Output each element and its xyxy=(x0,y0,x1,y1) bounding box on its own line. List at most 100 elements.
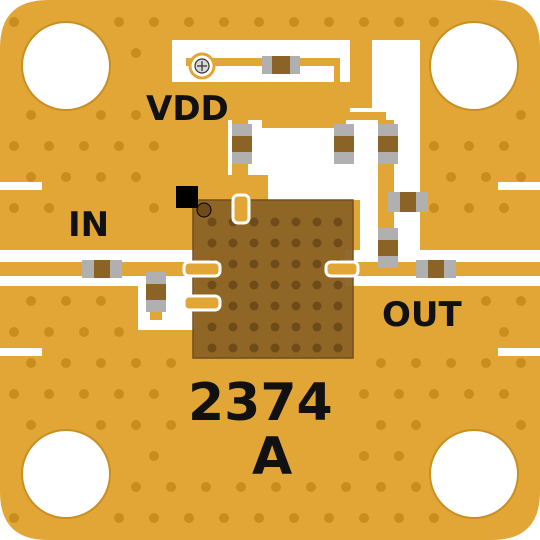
ground-vias xyxy=(9,17,526,523)
part-number-label: 2374 xyxy=(188,373,333,433)
ground-via-icon xyxy=(516,358,526,368)
ground-via-icon xyxy=(359,451,369,461)
thermal-via-icon xyxy=(270,301,280,311)
ground-via-icon xyxy=(394,513,404,523)
chip-capacitor-icon xyxy=(378,228,398,268)
ground-via-icon xyxy=(394,389,404,399)
ground-via-icon xyxy=(359,389,369,399)
ground-via-icon xyxy=(131,48,141,58)
thermal-via-icon xyxy=(270,259,280,269)
ground-via-icon xyxy=(446,358,456,368)
thermal-via-icon xyxy=(207,217,217,227)
ground-via-icon xyxy=(341,482,351,492)
chip-components xyxy=(82,56,456,312)
ground-via-icon xyxy=(61,296,71,306)
ground-via-icon xyxy=(499,141,509,151)
ground-via-icon xyxy=(26,296,36,306)
chip-capacitor-icon xyxy=(334,124,354,164)
ground-via-icon xyxy=(376,482,386,492)
ground-via-icon xyxy=(516,296,526,306)
ground-via-icon xyxy=(61,172,71,182)
chip-capacitor-icon xyxy=(262,56,300,74)
ground-via-icon xyxy=(9,389,19,399)
thermal-via-icon xyxy=(228,301,238,311)
ground-via-icon xyxy=(429,203,439,213)
chip-capacitor-icon xyxy=(388,192,428,212)
ground-via-icon xyxy=(26,110,36,120)
chip-capacitor-icon xyxy=(416,260,456,278)
thermal-via-icon xyxy=(333,322,343,332)
thermal-via-icon xyxy=(207,238,217,248)
ground-via-icon xyxy=(254,513,264,523)
ground-via-icon xyxy=(131,482,141,492)
thermal-via-icon xyxy=(228,280,238,290)
input-label: IN xyxy=(68,205,109,245)
ground-via-icon xyxy=(96,296,106,306)
ground-via-icon xyxy=(464,141,474,151)
thermal-via-icon xyxy=(207,322,217,332)
ground-via-icon xyxy=(131,420,141,430)
ground-via-icon xyxy=(44,203,54,213)
thermal-via-icon xyxy=(312,259,322,269)
ground-via-icon xyxy=(79,327,89,337)
thermal-via-icon xyxy=(312,280,322,290)
ground-via-icon xyxy=(464,389,474,399)
thermal-via-icon xyxy=(291,301,301,311)
thermal-via-icon xyxy=(291,322,301,332)
chip-capacitor-icon xyxy=(232,124,252,164)
chip-capacitor-icon xyxy=(378,124,398,164)
thermal-via-icon xyxy=(228,322,238,332)
thermal-via-icon xyxy=(312,322,322,332)
ground-via-icon xyxy=(131,358,141,368)
thermal-via-icon xyxy=(333,343,343,353)
ground-via-icon xyxy=(26,172,36,182)
thermal-via-icon xyxy=(333,301,343,311)
ground-via-icon xyxy=(166,420,176,430)
ground-via-icon xyxy=(429,17,439,27)
ground-via-icon xyxy=(184,17,194,27)
thermal-via-icon xyxy=(249,322,259,332)
ground-via-icon xyxy=(201,482,211,492)
ground-via-icon xyxy=(61,358,71,368)
ground-via-icon xyxy=(149,203,159,213)
pin1-dot xyxy=(196,202,212,218)
thermal-via-icon xyxy=(291,238,301,248)
ground-via-icon xyxy=(429,141,439,151)
ic-pad-rf-out xyxy=(324,260,360,278)
ground-via-icon xyxy=(44,141,54,151)
ground-via-icon xyxy=(131,172,141,182)
ground-via-icon xyxy=(149,141,159,151)
thermal-via-icon xyxy=(270,238,280,248)
ground-via-icon xyxy=(376,358,386,368)
ground-via-icon xyxy=(96,420,106,430)
thermal-via-icon xyxy=(270,322,280,332)
thermal-via-icon xyxy=(228,259,238,269)
ground-via-icon xyxy=(411,358,421,368)
ground-via-icon xyxy=(481,172,491,182)
thermal-via-icon xyxy=(291,343,301,353)
ground-via-icon xyxy=(149,389,159,399)
ground-via-icon xyxy=(516,172,526,182)
ground-via-icon xyxy=(254,17,264,27)
ground-via-icon xyxy=(166,358,176,368)
ground-via-icon xyxy=(516,110,526,120)
ground-via-icon xyxy=(166,482,176,492)
ground-via-icon xyxy=(359,17,369,27)
ground-via-icon xyxy=(9,327,19,337)
thermal-via-icon xyxy=(291,217,301,227)
thermal-via-icon xyxy=(249,301,259,311)
output-label: OUT xyxy=(382,295,463,335)
ground-via-icon xyxy=(359,513,369,523)
thermal-via-icon xyxy=(228,238,238,248)
ic-pad-vdd xyxy=(231,193,251,225)
ground-via-icon xyxy=(44,389,54,399)
ground-via-icon xyxy=(499,327,509,337)
ground-via-icon xyxy=(79,141,89,151)
thermal-via-icon xyxy=(249,280,259,290)
ground-via-icon xyxy=(271,482,281,492)
ground-via-icon xyxy=(9,17,19,27)
thermal-via-icon xyxy=(249,343,259,353)
vdd-label: VDD xyxy=(146,89,229,129)
